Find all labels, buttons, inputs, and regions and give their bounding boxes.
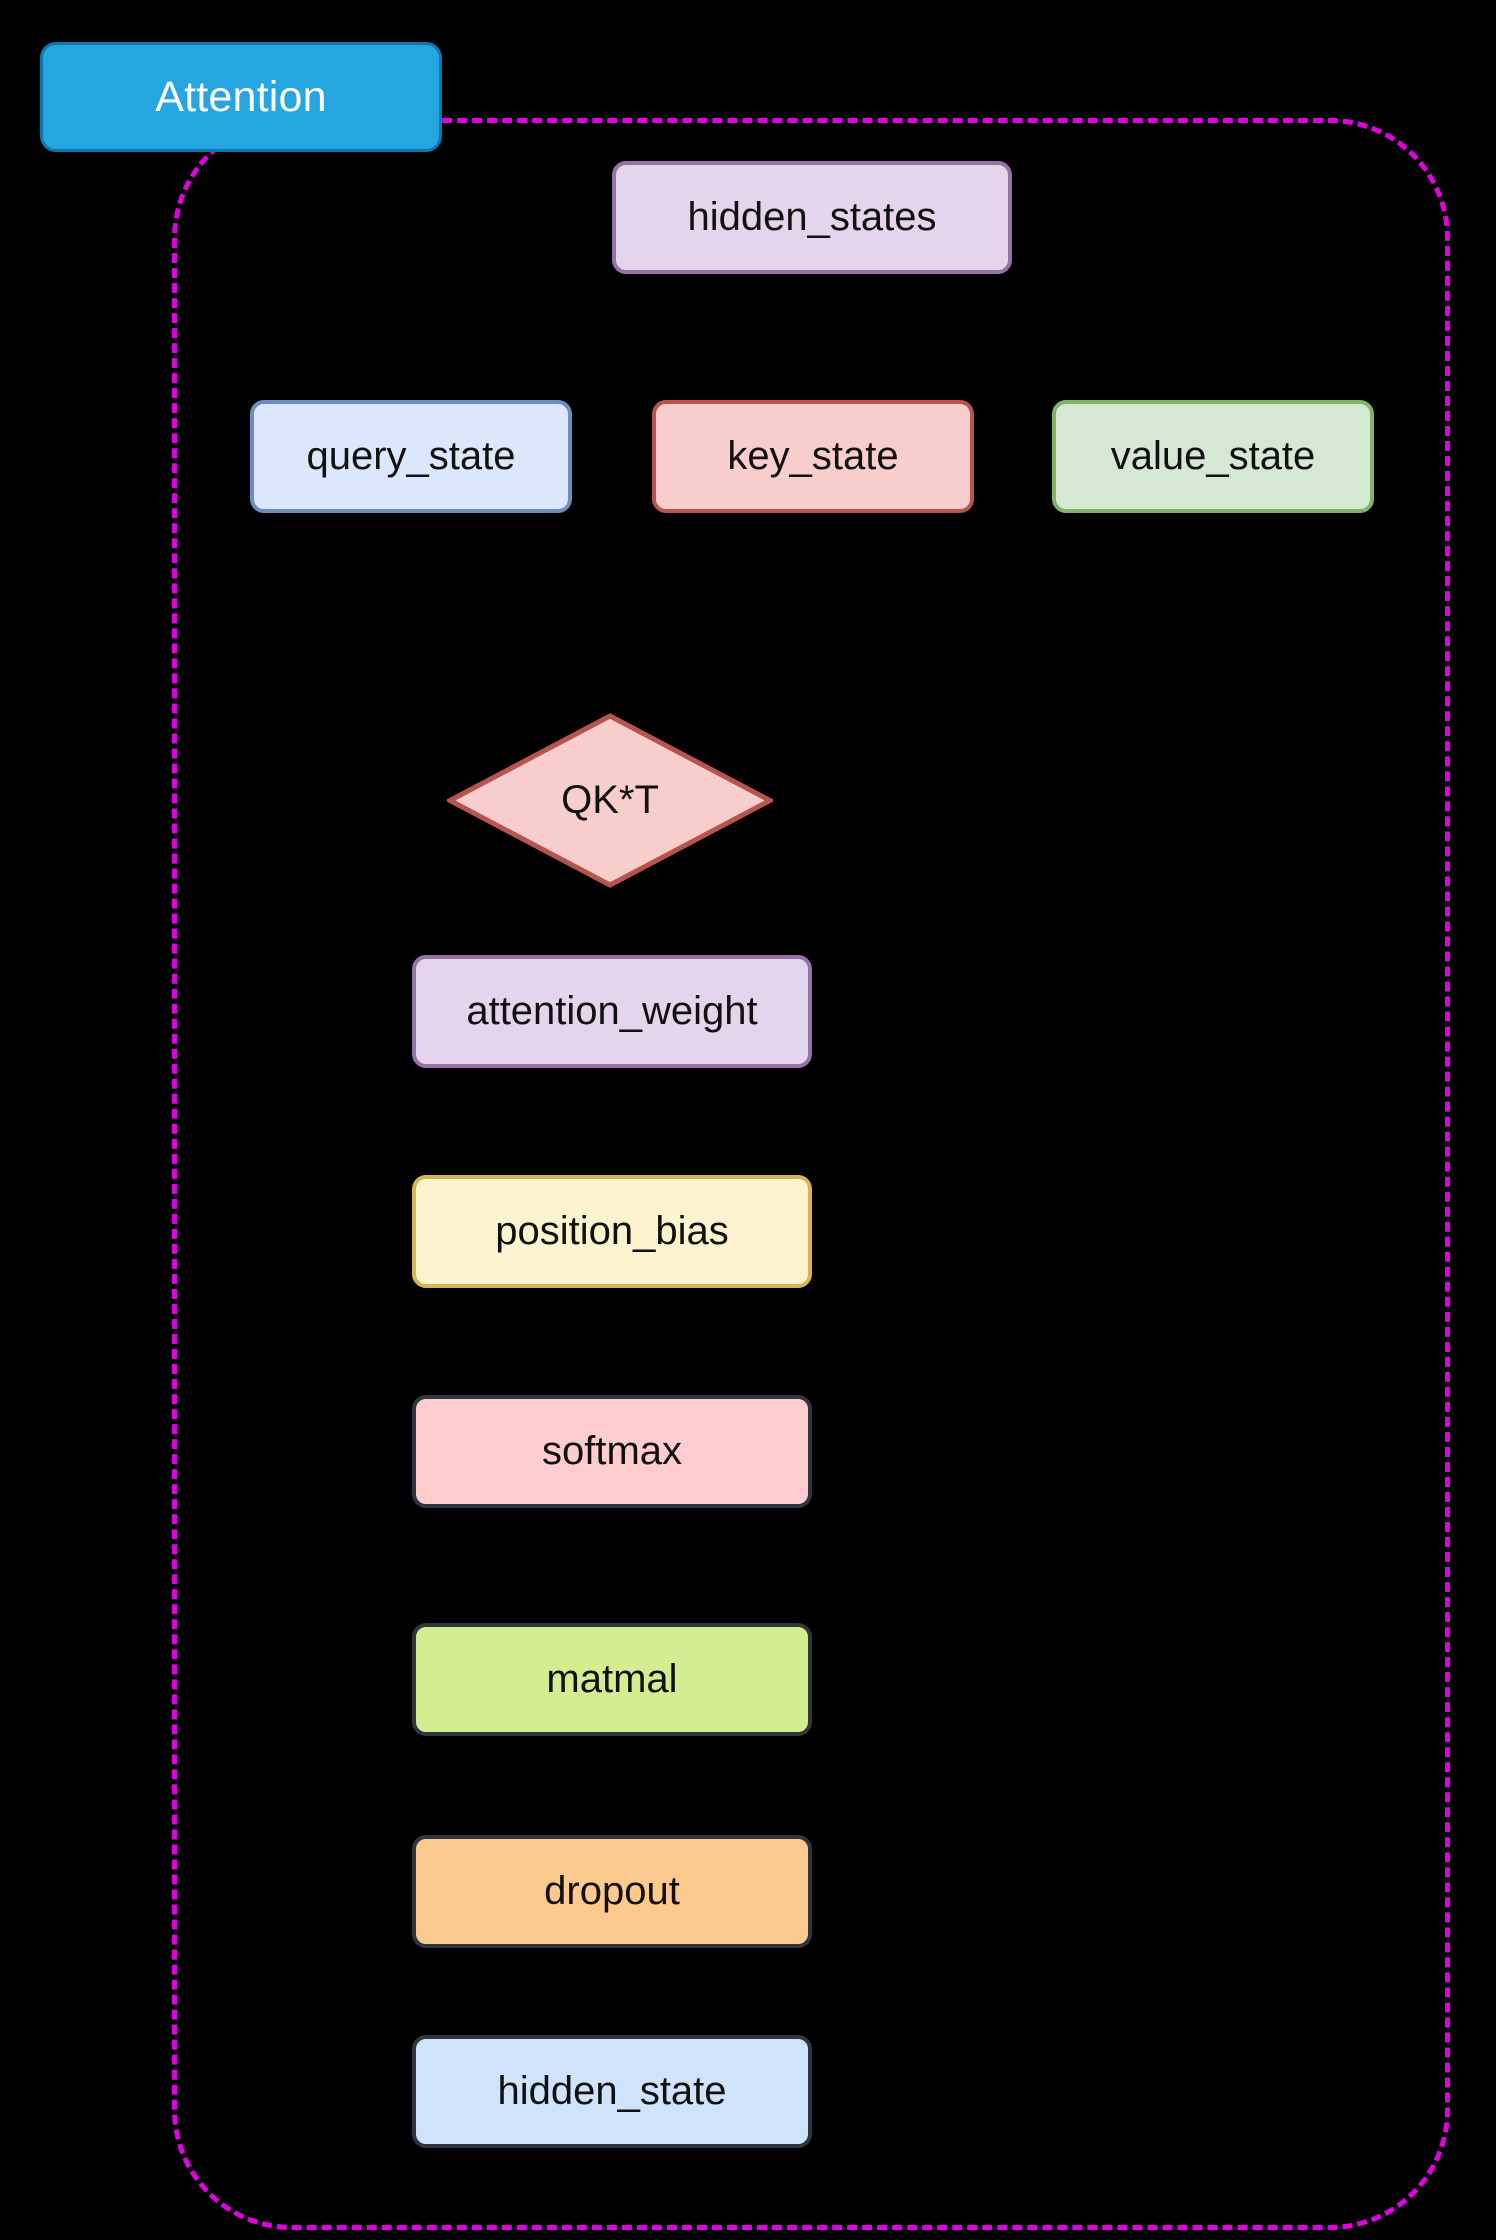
node-label: value_state [1110,434,1316,478]
node-hidden_states[interactable]: hidden_states [612,161,1012,274]
node-label: softmax [541,1429,683,1473]
node-label: query_state [306,434,516,478]
node-label: matmal [546,1657,678,1701]
node-label: key_state [727,434,899,478]
node-qkt[interactable]: QK*T [447,713,773,888]
node-attention_weight[interactable]: attention_weight [412,955,812,1068]
node-softmax[interactable]: softmax [412,1395,812,1508]
node-label: position_bias [495,1209,729,1253]
diamond-shape [447,713,773,888]
node-query_state[interactable]: query_state [250,400,572,513]
node-matmal[interactable]: matmal [412,1623,812,1736]
node-key_state[interactable]: key_state [652,400,974,513]
node-label: hidden_states [687,195,937,239]
node-position_bias[interactable]: position_bias [412,1175,812,1288]
node-label: attention_weight [466,989,758,1033]
node-dropout[interactable]: dropout [412,1835,812,1948]
node-label: hidden_state [497,2069,727,2113]
subgraph-title-attention[interactable]: Attention [40,42,442,152]
node-value_state[interactable]: value_state [1052,400,1374,513]
node-hidden_state[interactable]: hidden_state [412,2035,812,2148]
subgraph-title-label: Attention [155,72,327,121]
node-label: dropout [544,1869,680,1913]
